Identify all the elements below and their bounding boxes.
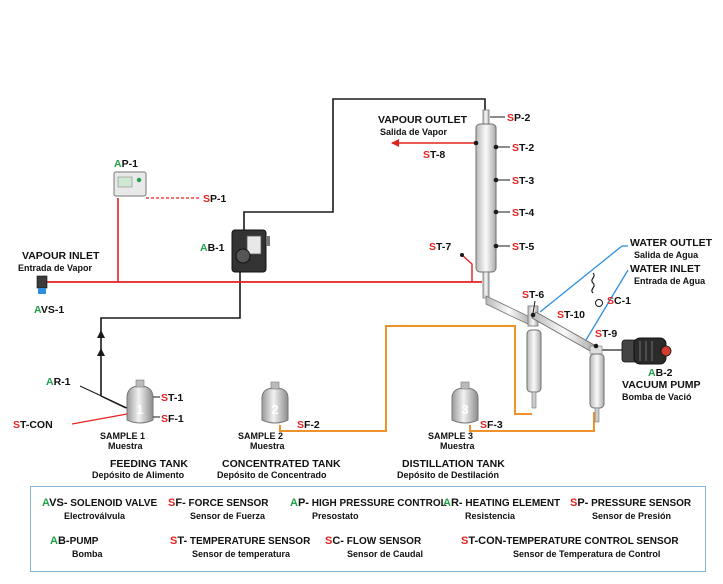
- vacuum-pump-device: [621, 337, 672, 365]
- label-st7: ST-7: [429, 241, 451, 253]
- label-st10: ST-10: [557, 309, 585, 321]
- label-st9: ST-9: [595, 328, 617, 340]
- label-st3: ST-3: [512, 175, 534, 187]
- sensor-dot-st5: [493, 243, 499, 249]
- stcon-leader: [71, 413, 128, 425]
- label-feeding-tank: FEEDING TANK: [110, 458, 188, 470]
- tank-1-number: 1: [136, 402, 143, 417]
- label-vapour-inlet-es: Entrada de Vapor: [18, 263, 93, 273]
- legend-box: [30, 486, 706, 572]
- label-sample2: SAMPLE 2: [238, 431, 283, 441]
- sensor-dot-st7: [460, 253, 464, 257]
- label-concentrated-tank: CONCENTRATED TANK: [222, 458, 341, 470]
- label-stcon: ST-CON: [13, 419, 53, 431]
- st6-leader: [532, 300, 536, 314]
- label-sf2: SF-2: [297, 419, 320, 431]
- ar1-leader: [79, 385, 128, 409]
- legend-item-sf: SF- FORCE SENSOR Sensor de Fuerza: [168, 497, 269, 521]
- water-inlet-line: [585, 269, 629, 341]
- label-sample3: SAMPLE 3: [428, 431, 473, 441]
- label-sample2-es: Muestra: [250, 441, 286, 451]
- flow-arrow-up-2: [97, 330, 105, 338]
- distillation-column: [475, 109, 622, 423]
- concentrated-tank-2: 2: [261, 381, 289, 424]
- sensor-dot-st9: [593, 343, 599, 349]
- label-st1: ST-1: [161, 392, 183, 404]
- label-sample1: SAMPLE 1: [100, 431, 145, 441]
- label-water-inlet-es: Entrada de Agua: [634, 276, 706, 286]
- legend-item-st: ST- TEMPERATURE SENSOR Sensor de tempera…: [170, 535, 311, 559]
- label-vapour-outlet-es: Salida de Vapor: [380, 127, 448, 137]
- pressure-switch-device: [113, 171, 147, 197]
- label-vapour-inlet: VAPOUR INLET: [22, 250, 100, 262]
- distillation-tank-3: 3: [451, 381, 479, 424]
- orange-line-distillate: [469, 412, 595, 432]
- label-st6: ST-6: [522, 289, 544, 301]
- legend-item-ar: AR- HEATING ELEMENT Resistencia: [443, 497, 561, 521]
- label-water-inlet: WATER INLET: [630, 263, 701, 275]
- legend-item-avs: AVS- SOLENOID VALVE Electroválvula: [42, 497, 158, 521]
- label-avs1: AVS-1: [34, 304, 64, 316]
- label-vacuum-pump: VACUUM PUMP: [622, 379, 701, 391]
- legend-item-ap: AP- HIGH PRESSURE CONTROL Presostato: [290, 497, 447, 521]
- label-ab1: AB-1: [200, 242, 225, 254]
- label-sp1: SP-1: [203, 193, 227, 205]
- legend-item-ab: AB-PUMP Bomba: [50, 535, 103, 559]
- solenoid-valve-device: [36, 275, 48, 294]
- flow-sensor-bulb: [595, 299, 603, 307]
- label-feeding-tank-es: Depósito de Alimento: [92, 470, 185, 480]
- label-distillation-tank-es: Depósito de Destilación: [397, 470, 499, 480]
- label-vacuum-pump-es: Bomba de Vació: [622, 392, 692, 402]
- legend-item-stcon: ST-CON-TEMPERATURE CONTROL SENSOR Sensor…: [461, 535, 679, 559]
- label-sf3: SF-3: [480, 419, 503, 431]
- label-sp2: SP-2: [507, 112, 531, 124]
- label-sf1: SF-1: [161, 413, 184, 425]
- label-concentrated-tank-es: Depósito de Concentrado: [217, 470, 327, 480]
- flow-sensor-icon: [591, 272, 595, 294]
- label-st2: ST-2: [512, 142, 534, 154]
- label-st5: ST-5: [512, 241, 534, 253]
- label-st4: ST-4: [512, 207, 534, 219]
- label-ab2: AB-2: [648, 367, 673, 379]
- label-ap1: AP-1: [114, 158, 138, 170]
- feeding-tank-1: 1: [126, 379, 154, 424]
- label-sc1: SC-1: [607, 295, 631, 307]
- label-distillation-tank: DISTILLATION TANK: [402, 458, 505, 470]
- orange-line-concentrate: [279, 325, 532, 432]
- water-outlet-line: [539, 245, 623, 313]
- sensor-dot-st4: [493, 209, 499, 215]
- label-sample1-es: Muestra: [108, 441, 144, 451]
- label-st8: ST-8: [423, 149, 445, 161]
- sensor-dot-st8: [473, 140, 479, 146]
- legend-item-sc: SC- FLOW SENSOR Sensor de Caudal: [325, 535, 424, 559]
- pipe-pump-to-column-top: [243, 98, 486, 232]
- pipe-pump-to-feed: [100, 272, 241, 396]
- sensor-dot-st2: [493, 144, 499, 150]
- label-ar1: AR-1: [46, 376, 71, 388]
- sensor-dot-st6: [530, 312, 536, 318]
- legend-item-sp: SP- PRESSURE SENSOR Sensor de Presión: [570, 497, 692, 521]
- tank-3-number: 3: [461, 402, 468, 417]
- label-water-outlet-es: Salida de Agua: [634, 250, 699, 260]
- flow-arrow-up-1: [97, 348, 105, 356]
- feed-pump-device: [231, 229, 270, 273]
- label-water-outlet: WATER OUTLET: [630, 237, 713, 249]
- tank-2-number: 2: [271, 402, 278, 417]
- label-sample3-es: Muestra: [440, 441, 476, 451]
- label-vapour-outlet: VAPOUR OUTLET: [378, 114, 468, 126]
- sensor-dot-st3: [493, 177, 499, 183]
- st7-line: [461, 254, 473, 282]
